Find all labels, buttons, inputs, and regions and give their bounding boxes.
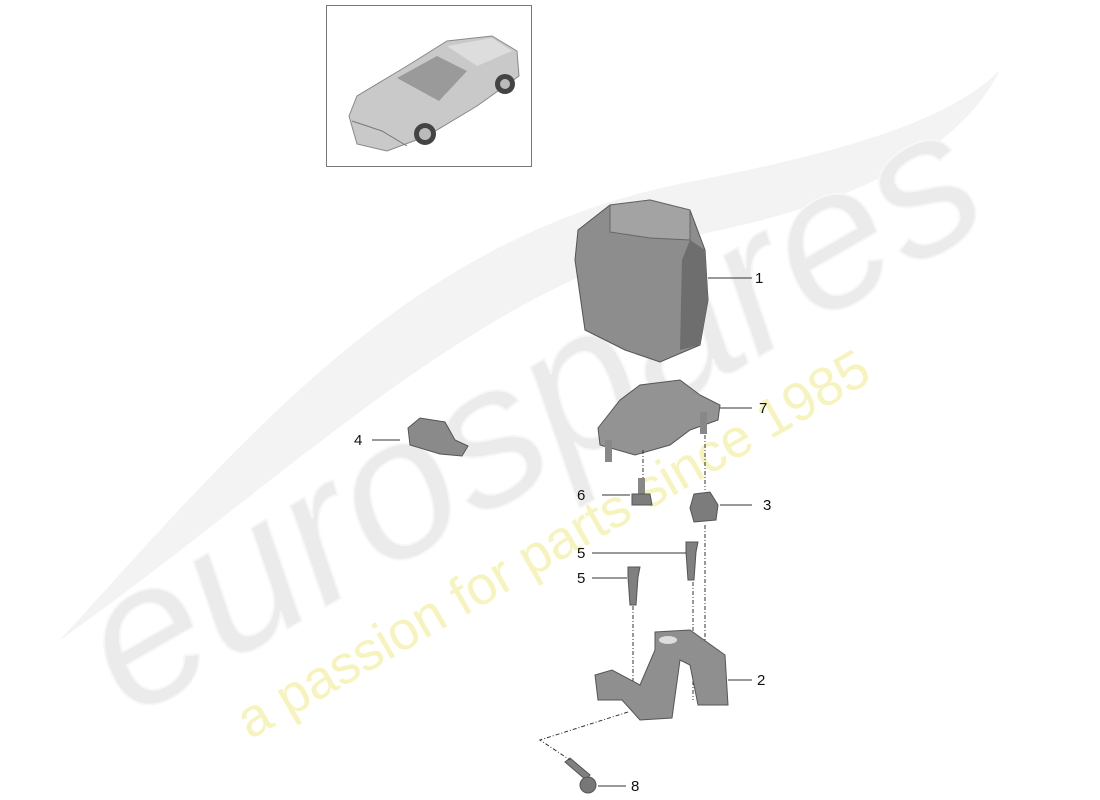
part-6-hex-bolt[interactable] xyxy=(631,478,653,506)
part-1-hydraulic-unit[interactable] xyxy=(574,199,709,363)
callout-8[interactable]: 8 xyxy=(631,778,640,795)
part-5-bolt-a[interactable] xyxy=(685,541,699,581)
callout-5a[interactable]: 5 xyxy=(577,545,586,562)
callout-3[interactable]: 3 xyxy=(763,497,772,514)
callout-2[interactable]: 2 xyxy=(757,672,766,689)
part-5-bolt-b[interactable] xyxy=(627,566,641,606)
vehicle-thumbnail xyxy=(326,5,532,167)
part-4-control-unit[interactable] xyxy=(407,417,469,457)
callout-6[interactable]: 6 xyxy=(577,487,586,504)
part-2-lower-bracket[interactable] xyxy=(594,629,729,721)
part-7-upper-bracket[interactable] xyxy=(597,379,721,462)
callout-1[interactable]: 1 xyxy=(755,270,764,287)
callout-4[interactable]: 4 xyxy=(354,432,363,449)
callout-5b[interactable]: 5 xyxy=(577,570,586,587)
part-3-rubber-mount[interactable] xyxy=(689,491,719,523)
part-8-flange-bolt[interactable] xyxy=(564,757,597,794)
callout-7[interactable]: 7 xyxy=(759,400,768,417)
